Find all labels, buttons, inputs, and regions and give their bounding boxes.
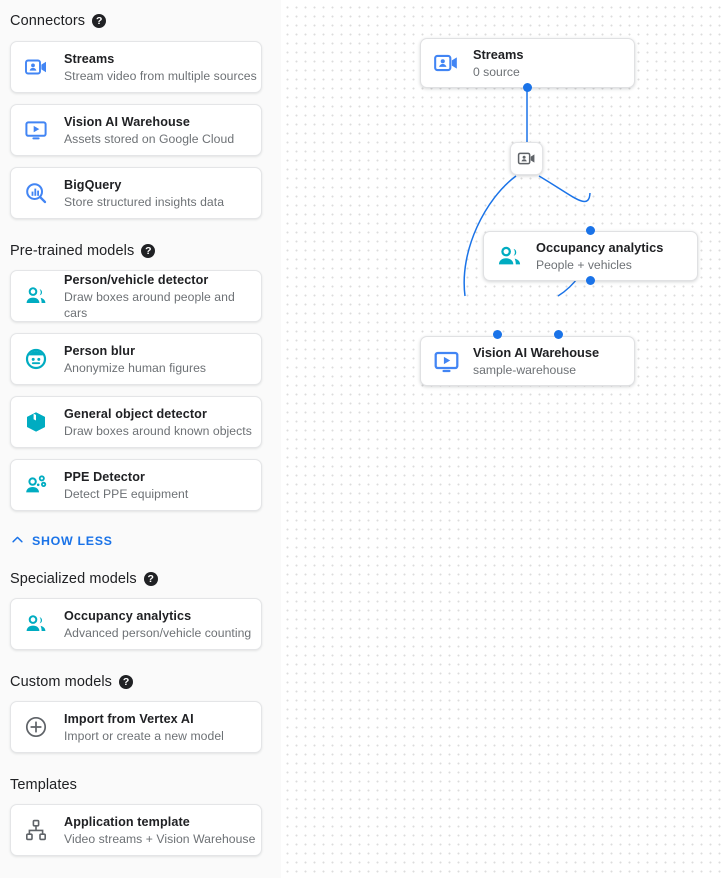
graph-node-title: Streams <box>473 46 524 62</box>
monitor-play-icon <box>432 347 460 375</box>
section-header-connectors: Connectors ? <box>10 13 107 29</box>
port-occupancy-output[interactable] <box>586 276 595 285</box>
palette-item-title: Application template <box>64 814 190 829</box>
section-title: Custom models <box>10 674 113 690</box>
section-header-pre-trained-models: Pre-trained models ? <box>10 243 156 259</box>
palette-item-title: General object detector <box>64 406 207 421</box>
graph-node-subtitle: sample-warehouse <box>473 362 576 377</box>
palette-item-person-vehicle-detector[interactable]: Person/vehicle detector Draw boxes aroun… <box>10 270 262 322</box>
edge-layer <box>463 50 591 297</box>
section-header-specialized-models: Specialized models ? <box>10 571 158 587</box>
palette-item-general-object-detector[interactable]: General object detector Draw boxes aroun… <box>10 396 262 448</box>
help-icon[interactable]: ? <box>119 675 134 689</box>
palette-item-streams[interactable]: Streams Stream video from multiple sourc… <box>10 41 262 93</box>
section-title: Specialized models <box>10 571 137 587</box>
palette-item-vision-ai-warehouse[interactable]: Vision AI Warehouse Assets stored on Goo… <box>10 104 262 156</box>
video-camera-person-icon <box>23 54 49 80</box>
port-streams-output[interactable] <box>523 83 532 92</box>
palette-item-title: Occupancy analytics <box>64 608 192 623</box>
palette-item-subtitle: Advanced person/vehicle counting <box>64 625 252 640</box>
port-warehouse-input-right[interactable] <box>554 330 563 339</box>
chevron-up-icon <box>10 532 25 550</box>
component-palette-sidebar: Connectors ? Streams Stream video from m… <box>0 0 281 878</box>
palette-item-subtitle: Draw boxes around people and cars <box>64 289 235 320</box>
port-occupancy-input[interactable] <box>586 226 595 235</box>
people-group-icon <box>495 242 523 270</box>
graph-node-title: Vision AI Warehouse <box>473 344 600 360</box>
graph-node-occupancy-analytics[interactable]: Occupancy analytics People + vehicles <box>483 231 698 281</box>
plus-circle-icon <box>23 714 49 740</box>
help-icon[interactable]: ? <box>143 572 158 586</box>
palette-item-application-template[interactable]: Application template Video streams + Vis… <box>10 804 262 856</box>
section-title: Pre-trained models <box>10 243 135 259</box>
help-icon[interactable]: ? <box>141 244 156 258</box>
palette-item-subtitle: Video streams + Vision Warehouse <box>64 831 256 846</box>
palette-item-subtitle: Store structured insights data <box>64 194 225 209</box>
section-title: Templates <box>10 777 77 793</box>
palette-item-title: Person/vehicle detector <box>64 272 209 287</box>
palette-item-subtitle: Stream video from multiple sources <box>64 68 257 83</box>
hierarchy-icon <box>23 817 49 843</box>
palette-item-person-blur[interactable]: Person blur Anonymize human figures <box>10 333 262 385</box>
palette-item-subtitle: Import or create a new model <box>64 728 224 743</box>
person-ppe-icon <box>23 472 49 498</box>
bigquery-magnifier-icon <box>23 180 49 206</box>
palette-item-import-from-vertex-ai[interactable]: Import from Vertex AI Import or create a… <box>10 701 262 753</box>
section-header-templates: Templates <box>10 777 77 793</box>
people-group-icon <box>23 283 49 309</box>
monitor-play-icon <box>23 117 49 143</box>
graph-canvas[interactable]: Streams 0 source Occupancy analytics Peo… <box>281 0 725 878</box>
palette-item-ppe-detector[interactable]: PPE Detector Detect PPE equipment <box>10 459 262 511</box>
palette-item-title: Import from Vertex AI <box>64 711 194 726</box>
section-header-custom-models: Custom models ? <box>10 674 134 690</box>
palette-item-bigquery[interactable]: BigQuery Store structured insights data <box>10 167 262 219</box>
section-title: Connectors <box>10 13 86 29</box>
palette-item-occupancy-analytics[interactable]: Occupancy analytics Advanced person/vehi… <box>10 598 262 650</box>
help-icon[interactable]: ? <box>92 14 107 28</box>
palette-item-title: Person blur <box>64 343 136 358</box>
show-less-toggle[interactable]: SHOW LESS <box>10 532 113 550</box>
palette-item-subtitle: Detect PPE equipment <box>64 486 189 501</box>
graph-node-subtitle: People + vehicles <box>536 257 632 272</box>
video-camera-person-icon <box>432 49 460 77</box>
palette-item-subtitle: Assets stored on Google Cloud <box>64 131 235 146</box>
graph-node-subtitle: 0 source <box>473 64 520 79</box>
people-group-icon <box>23 611 49 637</box>
graph-node-title: Occupancy analytics <box>536 239 664 255</box>
palette-item-title: Streams <box>64 51 115 66</box>
edge-badge-to-occupancy <box>538 175 591 203</box>
cube-icon <box>23 409 49 435</box>
graph-node-vision-ai-warehouse[interactable]: Vision AI Warehouse sample-warehouse <box>420 336 635 386</box>
palette-item-subtitle: Anonymize human figures <box>64 360 207 375</box>
palette-item-title: PPE Detector <box>64 469 145 484</box>
face-circle-icon <box>23 346 49 372</box>
palette-item-title: Vision AI Warehouse <box>64 114 190 129</box>
graph-badge-stream-source[interactable] <box>510 142 543 175</box>
graph-node-streams[interactable]: Streams 0 source <box>420 38 635 88</box>
palette-item-title: BigQuery <box>64 177 122 192</box>
edge-badge-to-warehouse <box>463 175 517 297</box>
show-less-label: SHOW LESS <box>32 534 113 548</box>
palette-item-subtitle: Draw boxes around known objects <box>64 423 252 438</box>
port-warehouse-input-left[interactable] <box>493 330 502 339</box>
